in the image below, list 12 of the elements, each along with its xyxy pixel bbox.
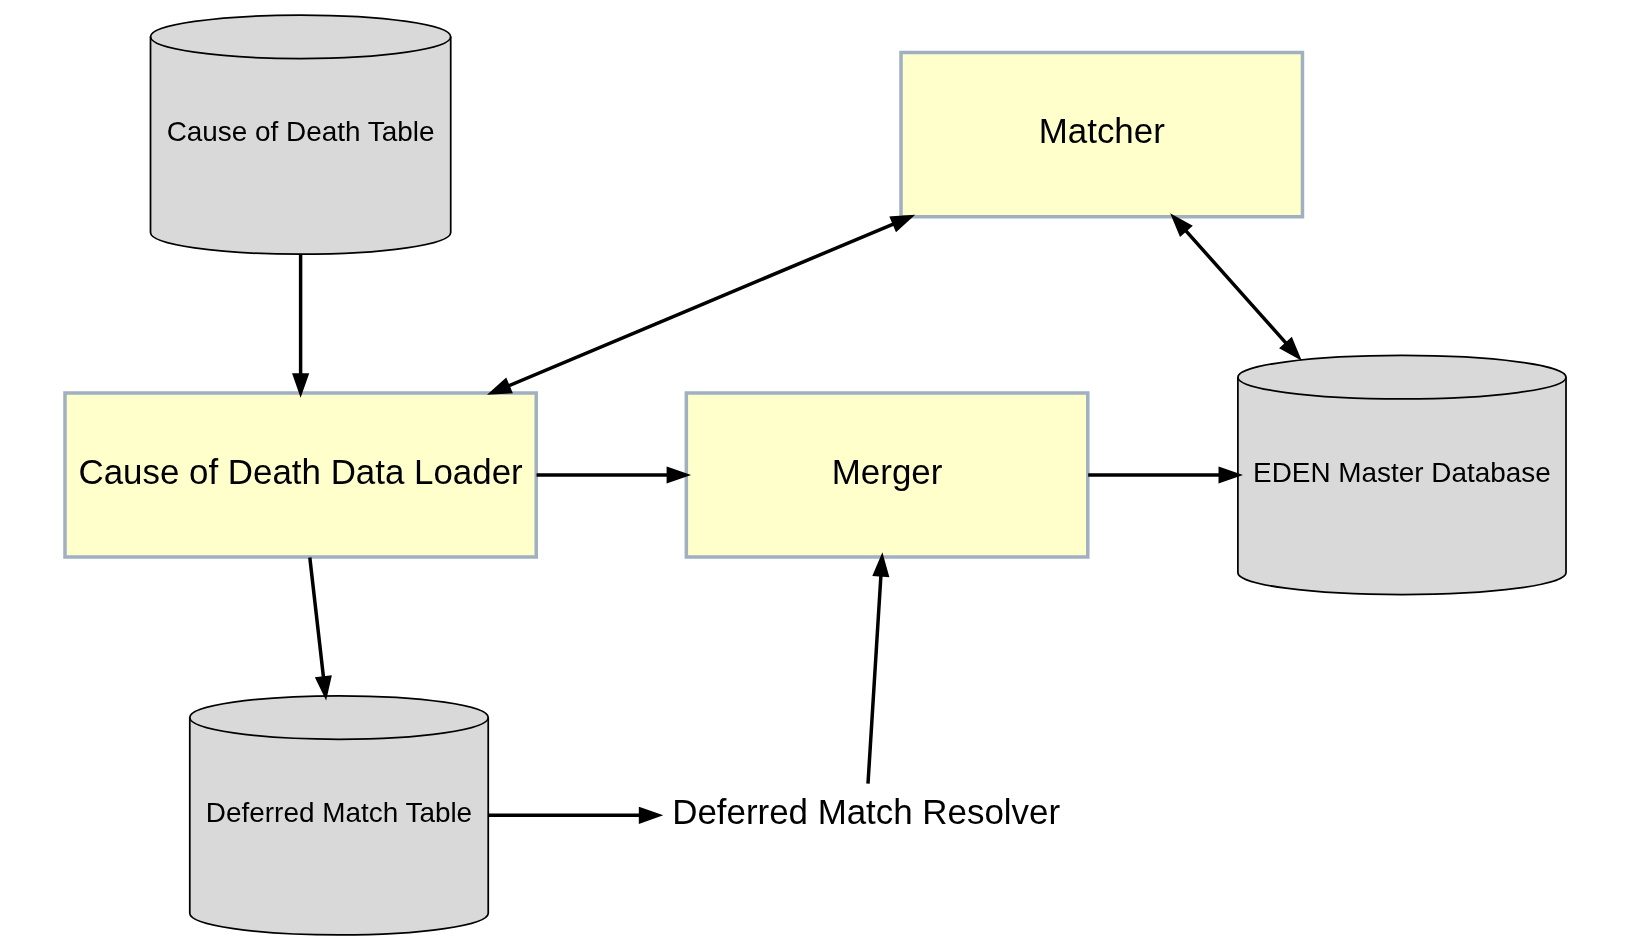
arrow	[291, 254, 309, 398]
arrow	[865, 552, 889, 784]
arrow	[1087, 466, 1243, 484]
arrow	[487, 806, 663, 824]
node-box: Matcher	[898, 50, 1304, 219]
arrow	[307, 557, 332, 701]
arrow	[536, 466, 691, 484]
arrow	[486, 214, 915, 395]
node-box: Merger	[684, 391, 1090, 559]
node-box: Cause of Death Data Loader	[62, 391, 538, 559]
arrow	[1169, 213, 1302, 361]
node-text: Deferred Match Resolver	[671, 792, 1060, 832]
